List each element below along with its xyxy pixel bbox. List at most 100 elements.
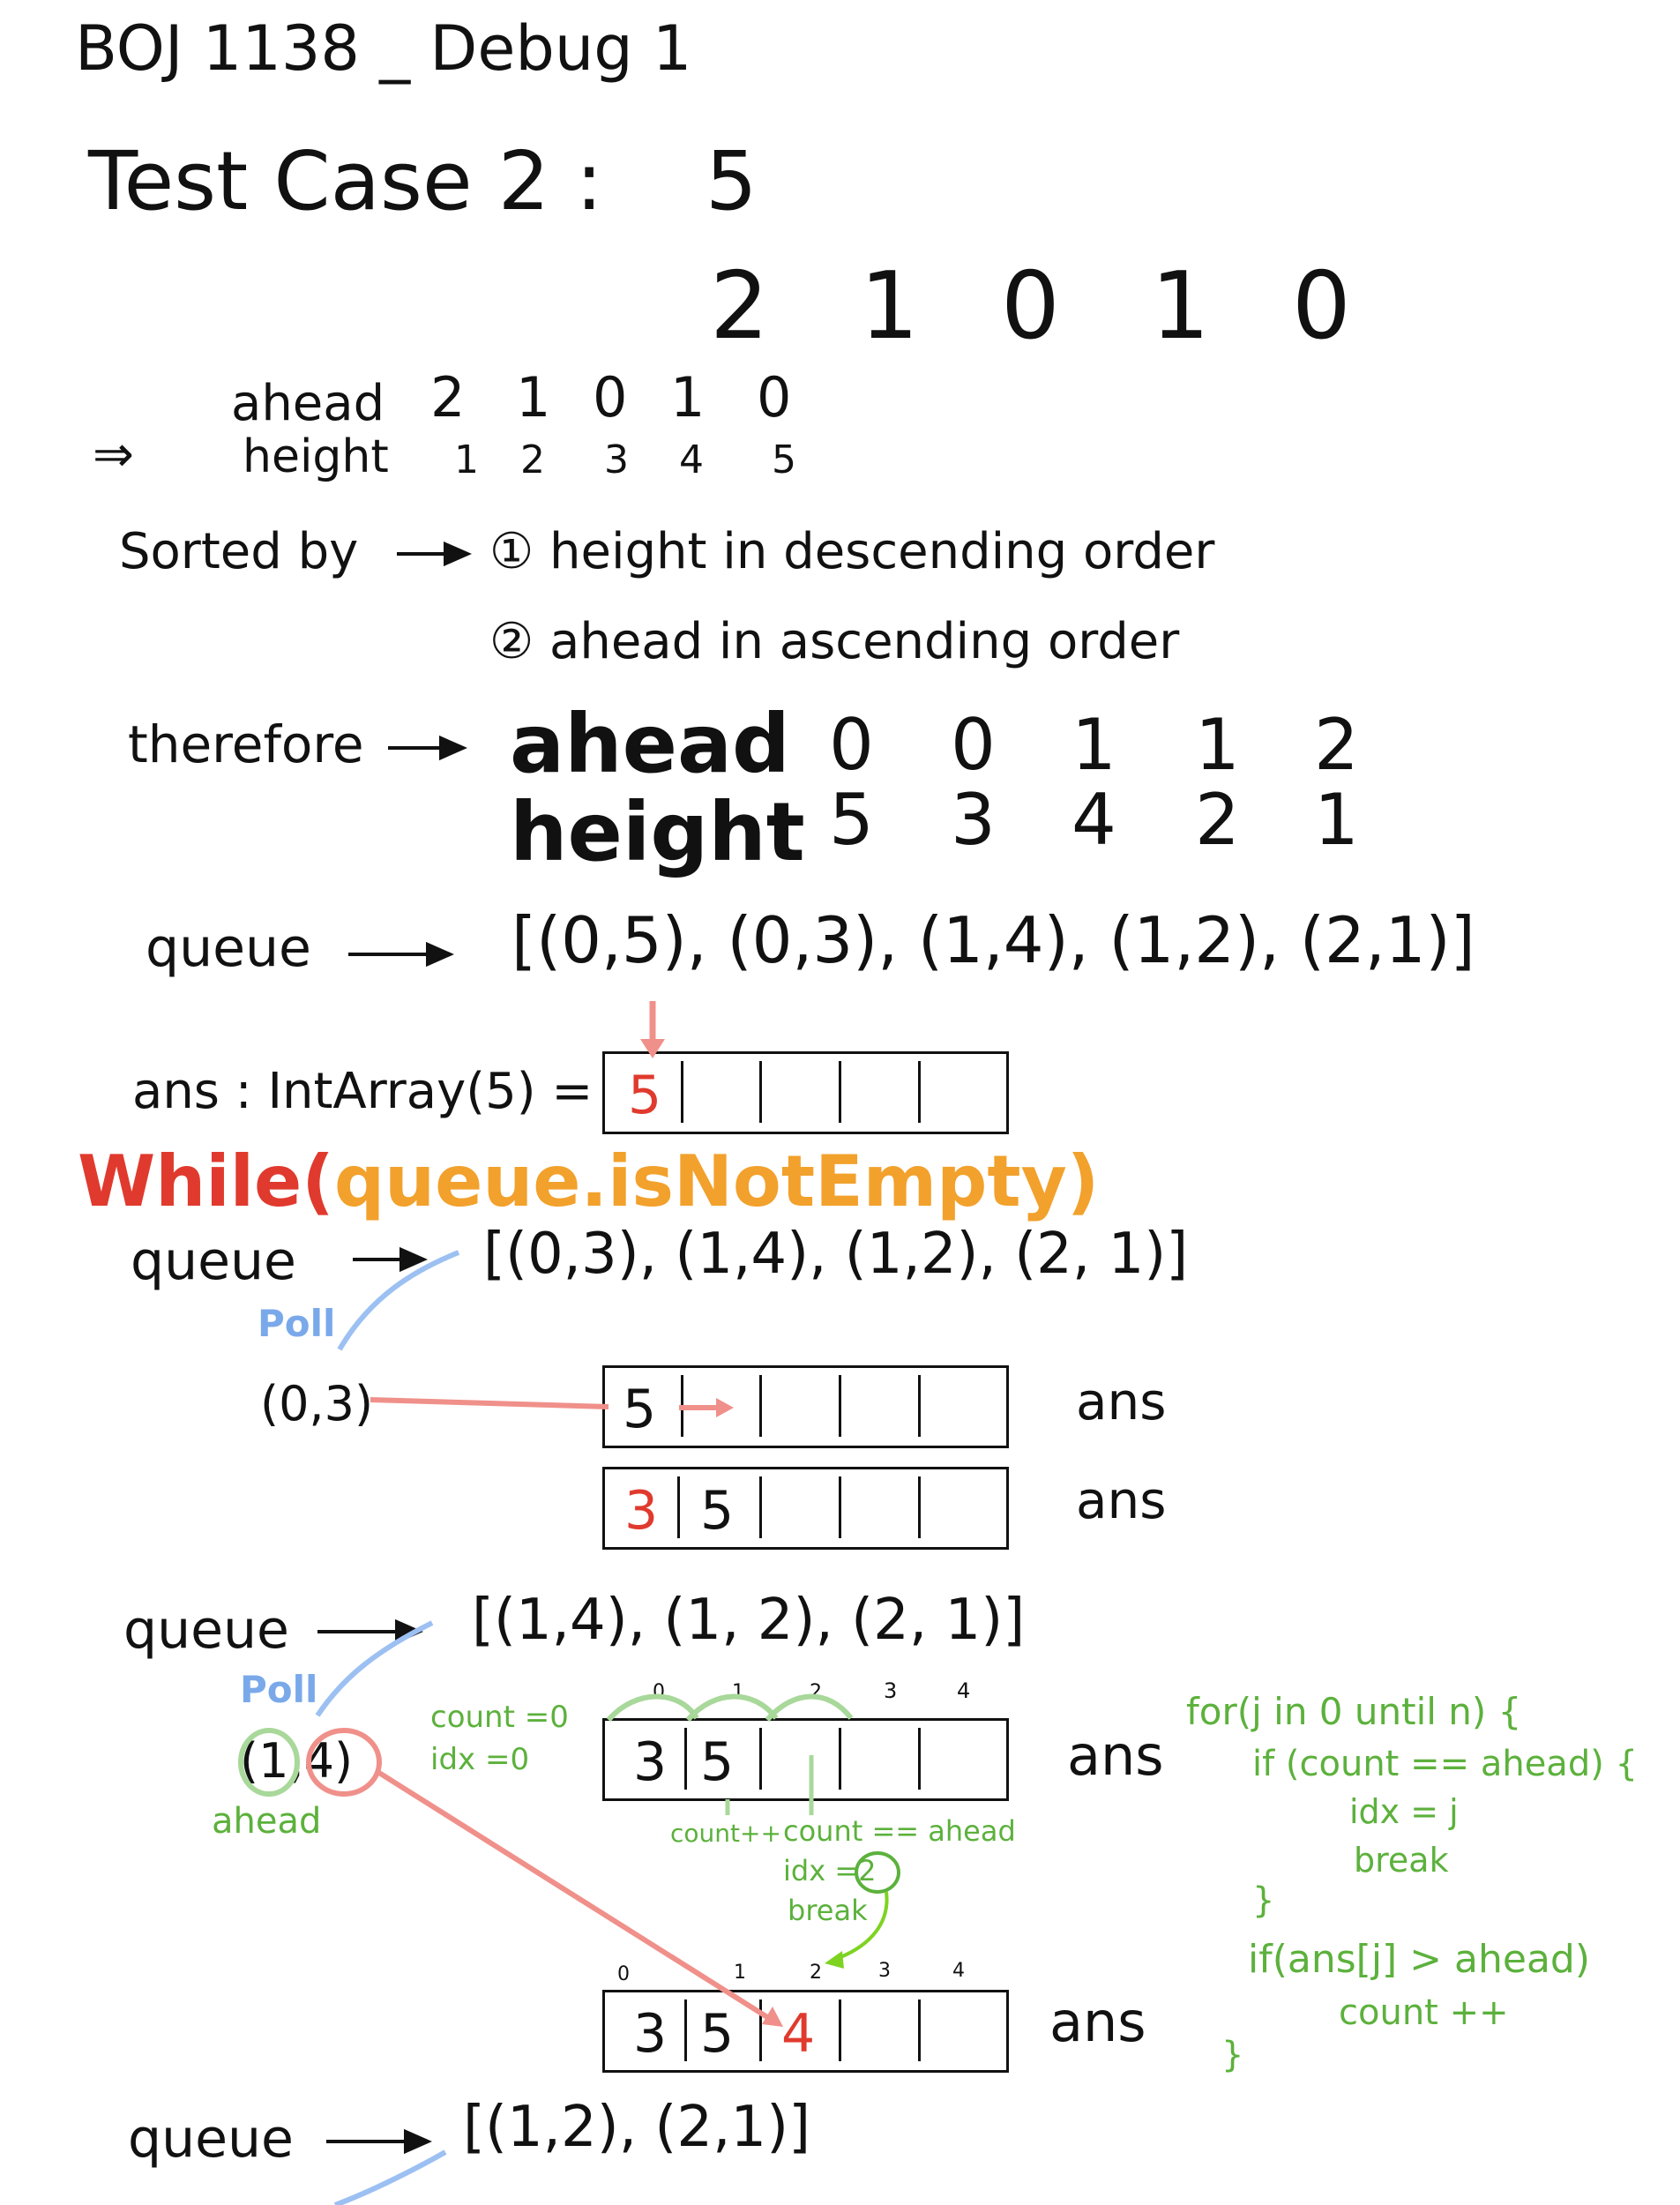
- cell-divider: [839, 1061, 841, 1123]
- loop-arc: [765, 1693, 854, 1722]
- input-value: 2: [710, 252, 769, 360]
- cell-divider: [839, 1728, 841, 1790]
- ahead-value: 1: [516, 365, 551, 430]
- cell-divider: [839, 1375, 841, 1437]
- ans-cell: 4: [781, 2003, 816, 2065]
- loop-arc: [685, 1693, 779, 1722]
- ahead-note: ahead: [212, 1801, 322, 1842]
- queue-label: queue: [131, 1230, 296, 1292]
- height-circle: [306, 1728, 382, 1797]
- ans-cell: 3: [624, 1480, 659, 1542]
- arrow-head: [404, 2128, 432, 2155]
- poll-curve: [333, 2149, 447, 2205]
- count-inc-note: count++: [670, 1819, 781, 1848]
- while-condition: queue.isNotEmpty: [333, 1140, 1067, 1222]
- ahead-circle: [238, 1728, 300, 1797]
- ans-cell: 3: [633, 2003, 668, 2065]
- input-value: 0: [1001, 252, 1060, 360]
- sort-rule-1: ① height in descending order: [489, 523, 1215, 580]
- while-header: While(queue.isNotEmpty): [78, 1147, 1099, 1217]
- sorted-height-value: 4: [1071, 779, 1116, 861]
- ahead-label: ahead: [231, 375, 385, 432]
- polled-item: (0,3): [260, 1376, 374, 1431]
- height-value: 1: [454, 437, 479, 482]
- height-value: 4: [679, 437, 704, 482]
- arrow-group: [317, 541, 472, 2155]
- sorted-label: Sorted by: [119, 523, 359, 580]
- arrow-head: [444, 541, 472, 567]
- code-line: if (count == ahead) {: [1252, 1744, 1638, 1784]
- move-arrow: [370, 1397, 609, 1409]
- height-value: 2: [520, 437, 545, 482]
- input-value: 1: [1151, 252, 1210, 360]
- height-value: 3: [604, 437, 629, 482]
- loop-arc: [606, 1693, 699, 1723]
- ans-array: 3 5: [602, 1467, 1009, 1550]
- ans-label: ans: [1067, 1723, 1164, 1788]
- cell-divider: [677, 1476, 680, 1538]
- cell-divider: [759, 1061, 762, 1123]
- ans-array: 3 5 4: [602, 1990, 1009, 2073]
- ans-cell: 3: [633, 1731, 668, 1793]
- code-line: }: [1252, 1880, 1275, 1921]
- poll-curve: [315, 1620, 434, 1717]
- index-label: 4: [952, 1960, 965, 1982]
- input-value: 1: [860, 252, 919, 360]
- shift-arrow-head: [716, 1398, 734, 1417]
- break-note: break: [788, 1894, 868, 1927]
- ans-cell: 5: [628, 1065, 662, 1126]
- height-label: height: [243, 430, 389, 483]
- cell-divider: [839, 1999, 841, 2061]
- cell-divider: [684, 1999, 687, 2061]
- height-value: 5: [772, 437, 796, 482]
- arrow-head: [399, 1246, 428, 1273]
- idx-circle: [855, 1851, 900, 1894]
- cell-divider: [684, 1728, 687, 1790]
- ans-cell: 5: [700, 1480, 735, 1542]
- cell-divider: [918, 1375, 921, 1437]
- sorted-height-value: 1: [1314, 779, 1359, 861]
- code-line: for(j in 0 until n) {: [1186, 1690, 1522, 1733]
- therefore-height-label: height: [510, 785, 805, 879]
- ans-cell: 5: [700, 2003, 735, 2065]
- place-arrow-head: [762, 2007, 783, 2027]
- arrow-head: [439, 735, 467, 761]
- idx-arrow: [833, 1891, 889, 1962]
- insert-arrow-head: [640, 1039, 665, 1058]
- queue-step2-content: [(1,4), (1, 2), (2, 1)]: [472, 1588, 1026, 1653]
- therefore-label: therefore: [128, 714, 364, 774]
- index-label: 1: [734, 1962, 746, 1984]
- ahead-value: 0: [757, 365, 792, 430]
- queue-final-content: [(1,2), (2,1)]: [463, 2095, 811, 2160]
- cell-divider: [681, 1061, 683, 1123]
- index-label: 3: [878, 1960, 891, 1982]
- code-line: count ++: [1339, 1992, 1509, 2033]
- sort-rule-2: ② ahead in ascending order: [489, 613, 1180, 670]
- ahead-value: 1: [670, 365, 706, 430]
- ahead-value: 2: [430, 365, 466, 430]
- poll-label: Poll: [240, 1668, 318, 1711]
- code-line: break: [1354, 1841, 1449, 1880]
- count-eq-note: count == ahead: [783, 1814, 1016, 1848]
- sorted-ahead-value: 1: [1195, 704, 1240, 786]
- while-suffix: ): [1066, 1140, 1100, 1222]
- sorted-height-value: 5: [829, 779, 874, 861]
- poll-label: Poll: [258, 1302, 336, 1345]
- sorted-ahead-value: 0: [951, 704, 996, 786]
- queue-step1-content: [(0,3), (1,4), (1,2), (2, 1)]: [483, 1222, 1189, 1287]
- idx-note: idx =0: [430, 1742, 530, 1777]
- cell-divider: [918, 1476, 921, 1538]
- ans-label: ans: [1049, 1990, 1146, 2054]
- test-case-n: 5: [706, 134, 758, 228]
- code-line: }: [1221, 2035, 1244, 2075]
- cell-divider: [759, 1999, 762, 2061]
- index-label: 0: [617, 1963, 630, 1985]
- arrow-head: [426, 941, 454, 968]
- sorted-height-value: 3: [951, 779, 996, 861]
- ans-label: ans: [1076, 1470, 1167, 1530]
- poll-curve: [337, 1250, 460, 1351]
- cell-divider: [918, 1999, 921, 2061]
- sorted-height-value: 2: [1195, 779, 1240, 861]
- cell-divider: [759, 1375, 762, 1437]
